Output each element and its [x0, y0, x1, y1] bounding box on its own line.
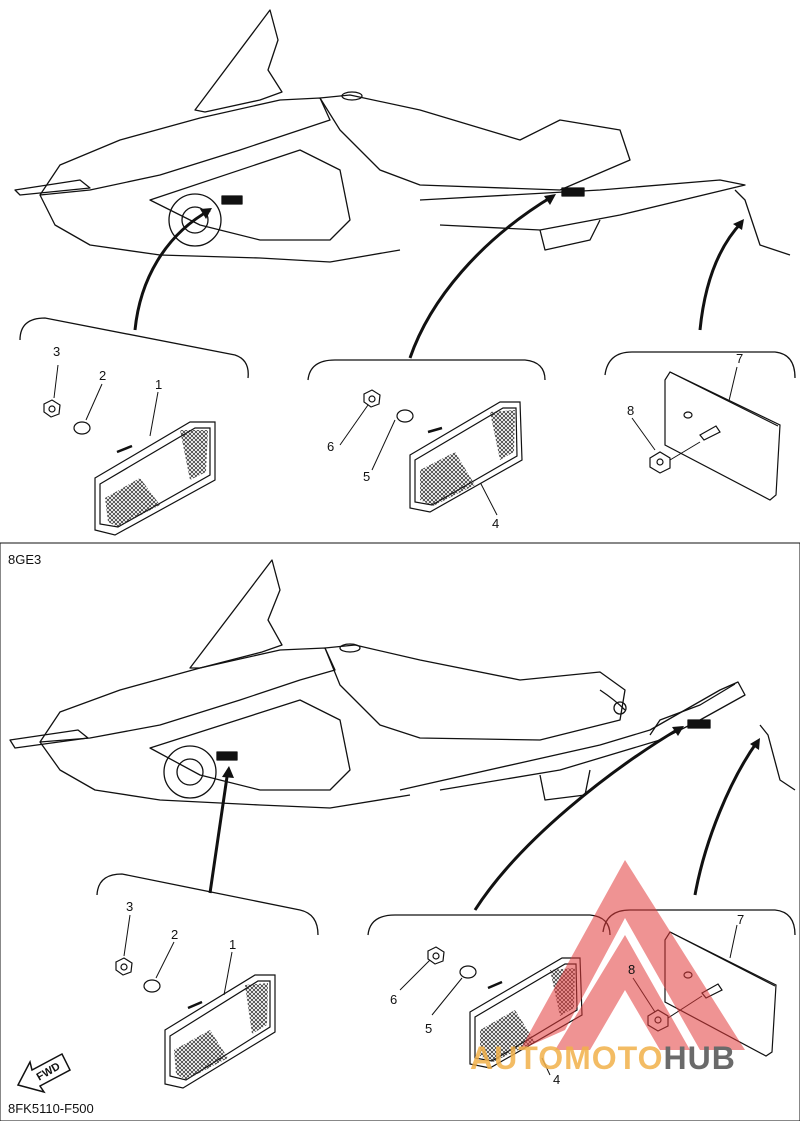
- callout-6-top: 6: [327, 439, 335, 454]
- arrowheads-top: [200, 194, 744, 230]
- reflector-assembly-top-left: [43, 399, 216, 536]
- plate-assembly-top-right: [649, 371, 781, 501]
- reflector-assembly-top-middle: [363, 389, 523, 513]
- callout-2-top: 2: [99, 368, 107, 383]
- callout-7-top: 7: [736, 351, 744, 366]
- watermark-logo-icon: [520, 860, 745, 1050]
- callout-3-top: 3: [53, 344, 61, 359]
- callout-leaders-top: [53, 364, 738, 516]
- reflector-assembly-bottom-left: [115, 957, 276, 1089]
- callout-8-top: 8: [627, 403, 635, 418]
- callout-3-bottom: 3: [126, 899, 134, 914]
- callout-1-bottom: 1: [229, 937, 237, 952]
- callout-4-top: 4: [492, 516, 500, 531]
- watermark-text: AUTOMOTOHUB: [470, 1040, 736, 1077]
- snowmobile-top: [14, 9, 791, 263]
- callout-5-top: 5: [363, 469, 371, 484]
- callout-8-bottom: 8: [628, 962, 636, 977]
- fwd-arrow-icon: [16, 1052, 71, 1094]
- callout-1-top: 1: [155, 377, 163, 392]
- drawing-code: 8FK5110-F500: [8, 1101, 94, 1116]
- callout-4-bottom: 4: [553, 1072, 561, 1087]
- callout-5-bottom: 5: [425, 1021, 433, 1036]
- callout-7-bottom: 7: [737, 912, 745, 927]
- detail-brackets-bottom: [96, 873, 796, 936]
- watermark-text-part1: AUTOMOTO: [470, 1040, 664, 1076]
- watermark-text-part2: HUB: [663, 1040, 736, 1076]
- callout-2-bottom: 2: [171, 927, 179, 942]
- leader-lines-top: [133, 194, 744, 359]
- detail-brackets-top: [19, 317, 796, 381]
- leader-lines-bottom: [208, 726, 759, 911]
- variant-frame: [0, 542, 800, 1121]
- callout-6-bottom: 6: [390, 992, 398, 1007]
- arrowheads-bottom: [222, 726, 760, 778]
- snowmobile-bottom: [9, 559, 796, 809]
- variant-label: 8GE3: [8, 552, 42, 567]
